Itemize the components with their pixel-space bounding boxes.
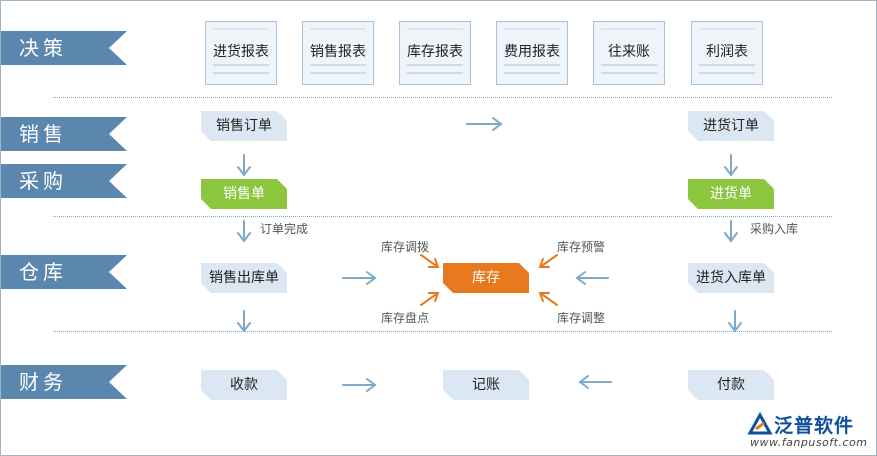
report-label: 库存报表 <box>407 44 463 60</box>
report-profit: 利润表 <box>691 21 763 85</box>
logo-url: www.fanpusoft.com <box>750 436 868 449</box>
report-sales: 销售报表 <box>302 21 374 85</box>
report-expense: 费用报表 <box>496 21 568 85</box>
node-sales-bill: 销售单 <box>201 179 287 209</box>
report-label: 销售报表 <box>310 44 366 60</box>
node-bookkeeping: 记账 <box>443 370 529 400</box>
lane-label: 财务 <box>19 370 67 394</box>
note-stock-count: 库存盘点 <box>381 311 430 325</box>
lane-label: 决策 <box>19 36 67 60</box>
node-purchase-bill: 进货单 <box>688 179 774 209</box>
note-order-complete: 订单完成 <box>260 222 309 236</box>
report-label: 费用报表 <box>504 44 560 60</box>
node-receipt: 收款 <box>201 370 287 400</box>
lane-label: 采购 <box>19 169 67 193</box>
node-payment: 付款 <box>688 370 774 400</box>
note-stock-transfer: 库存调拨 <box>381 240 430 254</box>
divider <box>53 216 832 217</box>
lane-label: 仓库 <box>19 260 67 284</box>
node-sales-outbound: 销售出库单 <box>201 263 287 293</box>
lane-warehouse: 仓库 <box>1 255 127 289</box>
report-label: 利润表 <box>706 44 748 60</box>
node-inventory: 库存 <box>443 263 529 293</box>
note-stock-alert: 库存预警 <box>557 240 606 254</box>
note-purchase-in: 采购入库 <box>750 222 799 236</box>
report-accounts: 往来账 <box>593 21 665 85</box>
node-purchase-order: 进货订单 <box>688 111 774 141</box>
report-label: 往来账 <box>608 44 650 60</box>
report-inventory: 库存报表 <box>399 21 471 85</box>
lane-label: 销售 <box>19 122 67 146</box>
note-stock-adjust: 库存调整 <box>557 311 606 325</box>
logo-name: 泛普软件 <box>774 415 855 437</box>
node-sales-order: 销售订单 <box>201 111 287 141</box>
lane-sales: 销售 <box>1 117 127 151</box>
lane-purchase: 采购 <box>1 164 127 198</box>
report-purchase: 进货报表 <box>205 21 277 85</box>
fanpu-logo: 泛普软件 www.fanpusoft.com <box>746 411 872 451</box>
node-purchase-inbound: 进货入库单 <box>688 263 774 293</box>
lane-finance: 财务 <box>1 365 127 399</box>
lane-decision: 决策 <box>1 31 127 65</box>
report-label: 进货报表 <box>213 44 269 60</box>
divider <box>53 97 832 98</box>
divider <box>53 331 832 332</box>
logo-mark-icon <box>747 411 773 435</box>
